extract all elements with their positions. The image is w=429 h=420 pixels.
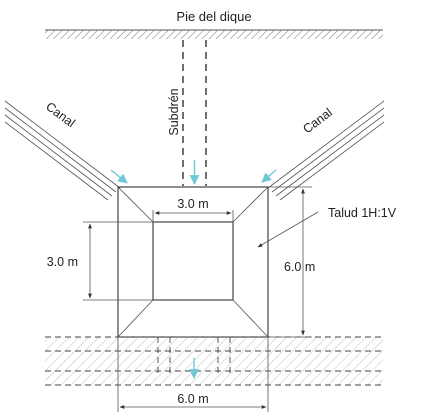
subdrain-pipe (182, 40, 207, 186)
slope-leader (257, 211, 319, 248)
dim-inner-height (83, 221, 153, 301)
inner-height-label: 3.0 m (47, 255, 78, 269)
bottom-width-label: 6.0 m (177, 392, 208, 406)
dam-toe-strip (45, 29, 383, 39)
subdrain-trench-band (45, 336, 383, 386)
channel-left (4, 100, 128, 201)
pit-inner-bottom (152, 221, 234, 301)
right-channel-flow-arrow (261, 169, 277, 183)
dim-bottom-width (117, 337, 269, 412)
dim-top-width (152, 210, 234, 222)
channel-right-label: Canal (300, 105, 335, 136)
dam-toe-label: Pie del dique (176, 9, 251, 24)
dim-outer-height (268, 186, 312, 338)
slope-label: Talud 1H:1V (328, 206, 397, 220)
outer-height-label: 6.0 m (284, 260, 315, 274)
top-width-label: 3.0 m (177, 197, 208, 211)
left-channel-flow-arrow (110, 169, 128, 184)
subdrain-label: Subdrén (167, 88, 181, 135)
channel-left-label: Canal (43, 99, 78, 130)
